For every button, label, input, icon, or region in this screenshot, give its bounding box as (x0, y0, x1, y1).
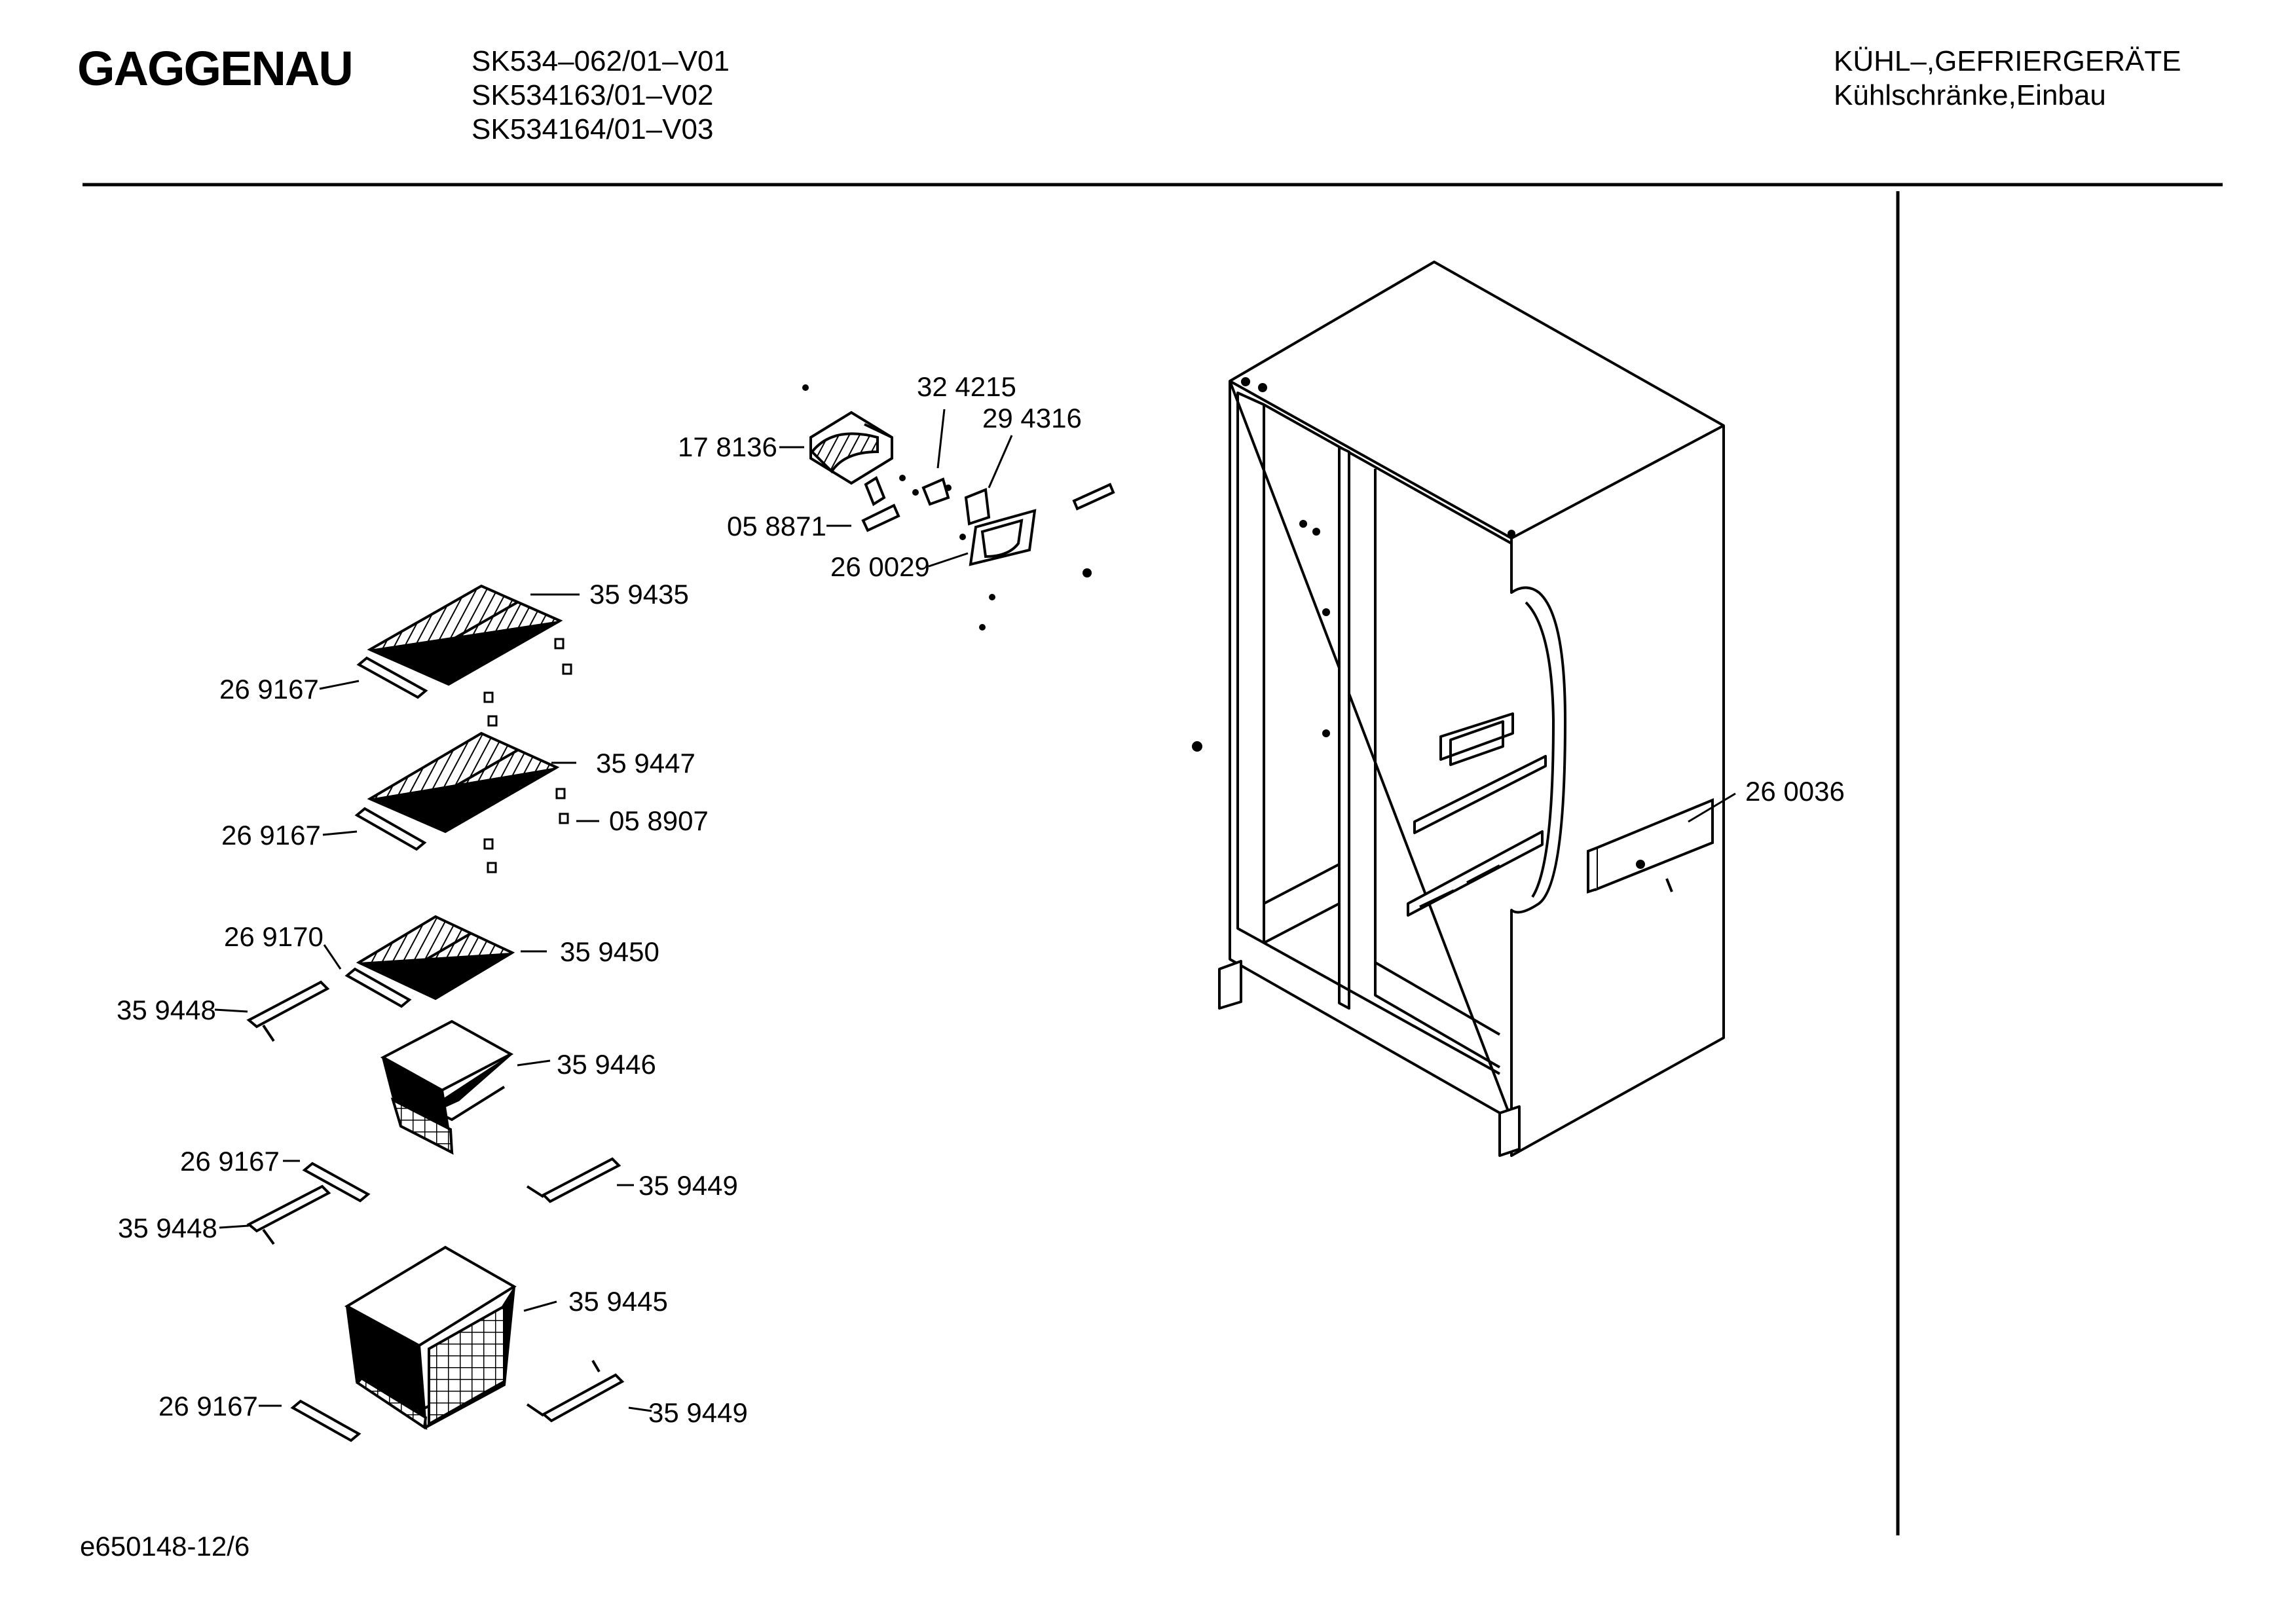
callout-35-9446: 35 9446 (557, 1049, 656, 1080)
model-number-1: SK534–062/01–V01 (472, 45, 730, 77)
refrigerator-cabinet (1218, 261, 1725, 1157)
slide-rail-35-9448-a (246, 980, 330, 1042)
callout-32-4215: 32 4215 (917, 371, 1016, 402)
part-26-0036-drawing (1587, 798, 1714, 894)
lamp-assembly (809, 411, 1115, 566)
callout-26-9167-c: 26 9167 (180, 1146, 280, 1177)
callout-26-9167-d: 26 9167 (158, 1391, 258, 1421)
subcategory-title: Kühlschränke,Einbau (1834, 79, 2106, 111)
callout-35-9435: 35 9435 (589, 579, 689, 610)
callout-35-9445: 35 9445 (568, 1286, 668, 1317)
callout-35-9449-b: 35 9449 (648, 1397, 748, 1428)
slide-rail-35-9448-b (246, 1184, 331, 1245)
shelf-trim-26-9167-a (356, 656, 428, 699)
callout-35-9447: 35 9447 (596, 748, 695, 779)
shelf-trim-26-9167-d (290, 1399, 361, 1442)
shelf-trim-26-9167-b (354, 807, 427, 851)
callout-26-9167-a: 26 9167 (219, 674, 319, 705)
part-callouts: 17 8136 32 4215 29 4316 05 8871 26 0029 … (117, 371, 1845, 1428)
brand-logo: GAGGENAU (77, 41, 354, 96)
wire-basket-35-9445 (344, 1245, 517, 1430)
model-number-3: SK534164/01–V03 (472, 113, 714, 145)
model-number-2: SK534163/01–V02 (472, 79, 714, 111)
slide-rail-35-9449-b (526, 1359, 625, 1423)
wire-shelf-35-9450 (356, 915, 515, 1000)
drawing-id: e650148-12/6 (80, 1531, 250, 1562)
callout-05-8907: 05 8907 (609, 805, 709, 836)
callout-17-8136: 17 8136 (678, 431, 777, 462)
callout-26-9167-b: 26 9167 (221, 820, 321, 851)
wire-shelf-35-9447 (367, 731, 560, 833)
callout-35-9448-b: 35 9448 (118, 1213, 217, 1243)
callout-26-0029: 26 0029 (830, 551, 930, 582)
leader-lines (214, 409, 1736, 1412)
shelf-trim-26-9170 (344, 967, 412, 1008)
callout-35-9450: 35 9450 (560, 936, 659, 967)
callout-29-4316: 29 4316 (982, 403, 1082, 433)
category-title: KÜHL–,GEFRIERGERÄTE (1834, 45, 2181, 77)
slide-rail-35-9449-a (526, 1157, 621, 1203)
callout-35-9448-a: 35 9448 (117, 995, 216, 1025)
shelf-trim-26-9167-c (302, 1162, 371, 1203)
wire-shelf-35-9435 (367, 584, 563, 686)
callout-26-9170: 26 9170 (224, 921, 324, 952)
callout-26-0036: 26 0036 (1745, 776, 1845, 807)
wire-basket-35-9446 (380, 1019, 514, 1155)
callout-35-9449-a: 35 9449 (639, 1170, 738, 1201)
callout-05-8871: 05 8871 (727, 511, 826, 541)
